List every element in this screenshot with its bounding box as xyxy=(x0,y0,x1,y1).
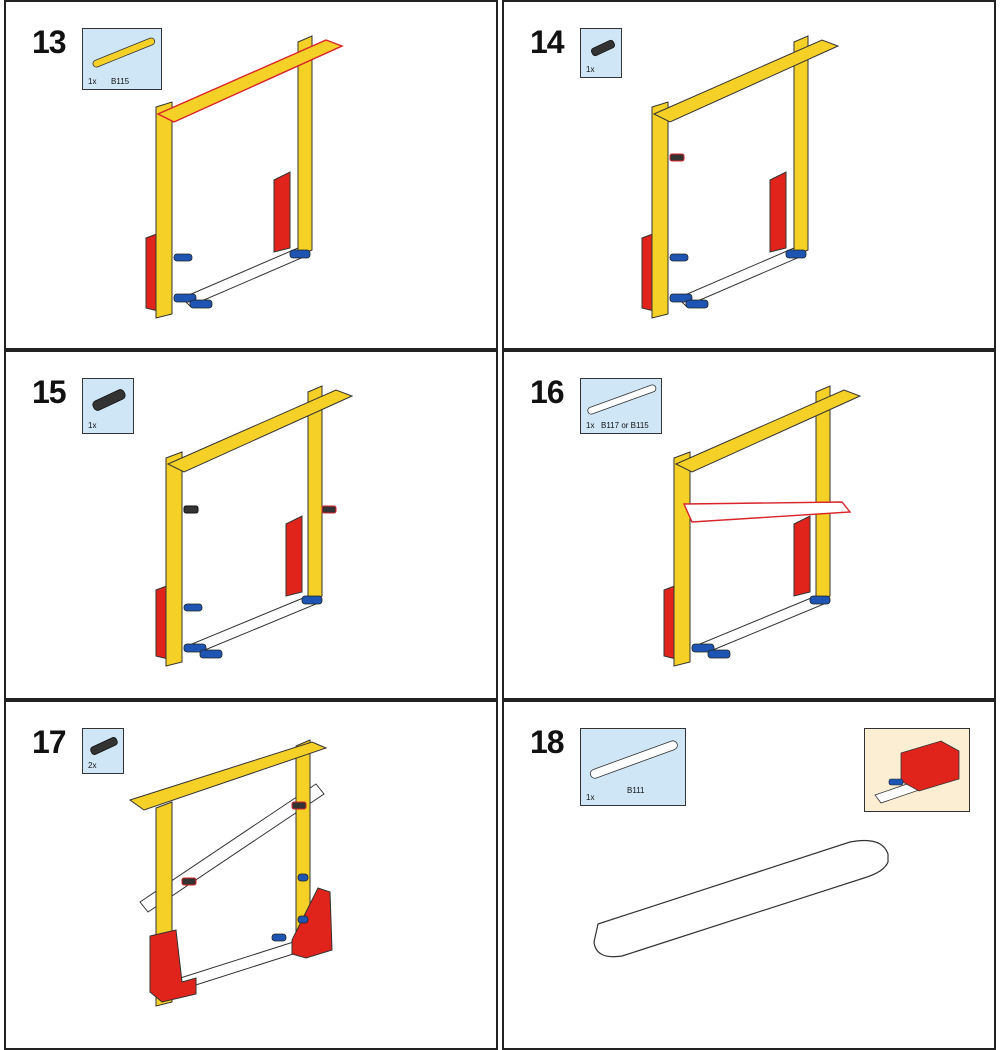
assembly-illustration xyxy=(155,385,354,667)
step-number: 17 xyxy=(32,724,67,760)
part-quantity: 1x xyxy=(586,421,595,430)
step-panel-18: 18 1x B111 xyxy=(502,700,996,1050)
parts-callout: 1x xyxy=(580,28,622,78)
parts-callout: 1x B111 xyxy=(580,728,686,806)
step-number: 14 xyxy=(530,24,565,60)
assembly-illustration xyxy=(128,739,333,1007)
parts-callout: 1x B117 or B115 xyxy=(580,378,662,434)
part-code: B115 xyxy=(111,77,130,86)
step-number: 16 xyxy=(530,374,565,410)
beam-part-icon xyxy=(92,37,156,68)
beam-part-icon xyxy=(589,740,678,779)
step-panel-13: 13 1x B115 xyxy=(4,0,498,350)
part-code: B111 xyxy=(627,786,645,795)
part-quantity: 1x xyxy=(586,793,595,802)
assembly-illustration xyxy=(145,35,344,319)
pin-part-icon xyxy=(591,39,615,57)
submodel-preview xyxy=(864,728,970,812)
parts-callout: 2x xyxy=(82,728,124,774)
parts-callout: 1x B115 xyxy=(82,28,162,90)
part-quantity: 2x xyxy=(88,761,97,770)
step-number: 13 xyxy=(32,24,67,60)
step-number: 15 xyxy=(32,374,67,410)
part-code: B117 or B115 xyxy=(601,421,649,430)
part-quantity: 1x xyxy=(586,65,595,74)
submodel-illustration xyxy=(874,740,960,804)
step-panel-15: 15 1x xyxy=(4,350,498,700)
step-panel-16: 16 1x B117 or B115 xyxy=(502,350,996,700)
step-panel-17: 17 2x xyxy=(4,700,498,1050)
part-quantity: 1x xyxy=(88,77,97,86)
assembly-illustration xyxy=(641,35,840,319)
assembly-illustration xyxy=(663,385,862,667)
step-panel-14: 14 1x xyxy=(502,0,996,350)
pin-part-icon xyxy=(90,737,118,755)
step-number: 18 xyxy=(530,724,565,760)
pin-part-icon xyxy=(92,389,126,411)
beam-part-icon xyxy=(587,384,657,415)
white-beam xyxy=(593,839,889,958)
parts-callout: 1x xyxy=(82,378,134,434)
assembly-illustration xyxy=(593,839,889,958)
part-quantity: 1x xyxy=(88,421,97,430)
